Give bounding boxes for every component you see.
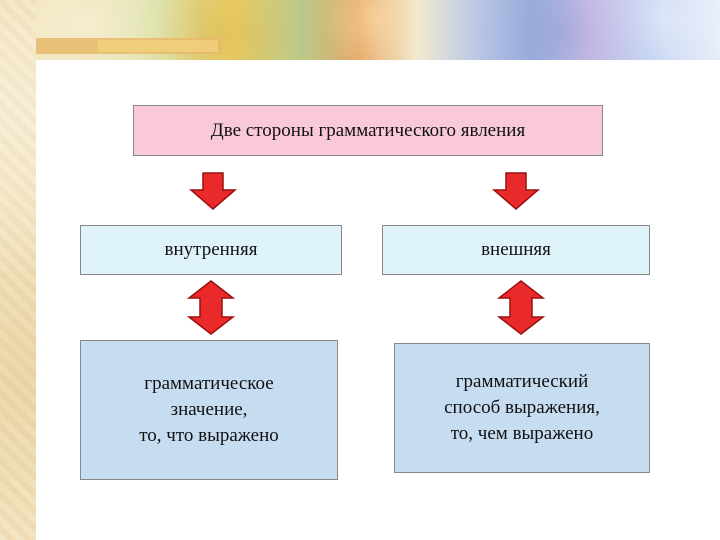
grammatical-means-box: грамматический способ выражения, то, чем… (394, 343, 650, 473)
grammatical-meaning-box: грамматическое значение, то, что выражен… (80, 340, 338, 480)
double-arrow-icon (186, 280, 236, 335)
inner-side-label: внутренняя (164, 239, 258, 260)
double-arrow-icon (496, 280, 546, 335)
outer-side-box: внешняя (382, 225, 650, 275)
down-arrow-icon (491, 172, 541, 210)
inner-side-box: внутренняя (80, 225, 342, 275)
banner-accent-bar (98, 40, 218, 52)
outer-side-label: внешняя (481, 239, 551, 260)
decorative-left-strip (0, 0, 36, 540)
down-arrow-icon (188, 172, 238, 210)
grammatical-meaning-text: грамматическое значение, то, что выражен… (139, 373, 279, 446)
title-text: Две стороны грамматического явления (210, 119, 526, 141)
grammatical-means-text: грамматический способ выражения, то, чем… (444, 371, 600, 444)
title-box: Две стороны грамматического явления (133, 105, 603, 156)
